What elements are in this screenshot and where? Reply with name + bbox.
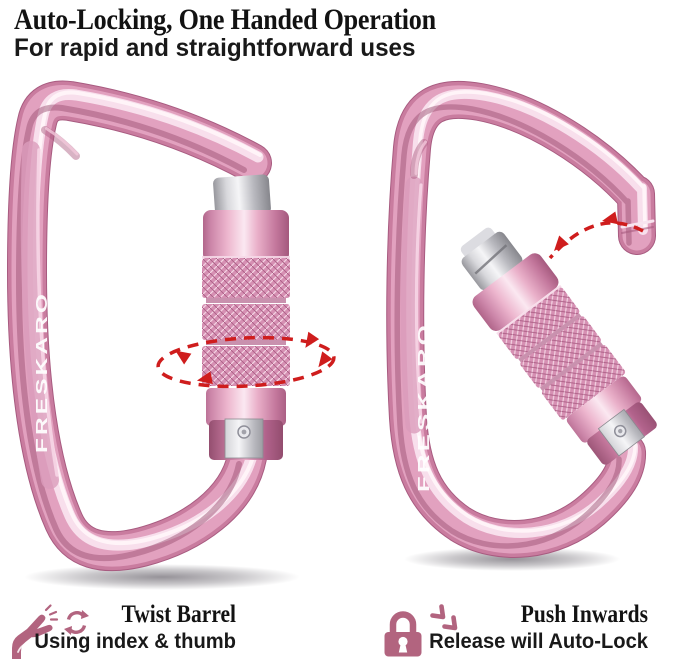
right-carabiner: FRESKARO xyxy=(386,80,657,558)
push-inward-arrow-icon xyxy=(430,604,458,631)
caption-right-title: Push Inwards xyxy=(520,601,648,628)
lock-icon xyxy=(384,611,422,657)
left-shadow xyxy=(24,564,300,590)
inward-swing-arrow xyxy=(548,211,644,260)
brand-text-left: FRESKARO xyxy=(34,291,51,453)
knurl-band xyxy=(202,346,290,386)
hand-pinch-icon xyxy=(12,604,59,659)
knurl-band xyxy=(202,304,290,340)
gate-tip-silver xyxy=(460,227,496,258)
rotate-icon xyxy=(64,610,89,635)
header-title: Auto-Locking, One Handed Operation xyxy=(14,3,436,36)
nose-notch xyxy=(620,219,655,229)
knurl-band xyxy=(541,345,626,420)
twist-rotation-arrows xyxy=(156,331,336,389)
knurl-band xyxy=(498,287,580,359)
brand-text-right: FRESKARO xyxy=(416,322,433,492)
gate-sleeve-silver xyxy=(213,174,271,218)
left-lock-barrel xyxy=(202,174,290,460)
knurl-band xyxy=(520,316,602,388)
knurl-band xyxy=(202,258,290,298)
caption-left: Twist Barrel Using index & thumb xyxy=(0,601,236,654)
left-carabiner: FRESKARO xyxy=(7,80,336,572)
right-gate-open xyxy=(460,227,657,465)
caption-right: Push Inwards Release will Auto-Lock xyxy=(342,601,648,654)
caption-right-subtitle: Release will Auto-Lock xyxy=(429,630,648,653)
left-body xyxy=(7,80,272,572)
caption-left-subtitle: Using index & thumb xyxy=(34,630,237,653)
caption-left-title: Twist Barrel xyxy=(121,601,236,628)
right-shadow xyxy=(404,547,620,571)
header-subtitle: For rapid and straightforward uses xyxy=(14,34,416,62)
